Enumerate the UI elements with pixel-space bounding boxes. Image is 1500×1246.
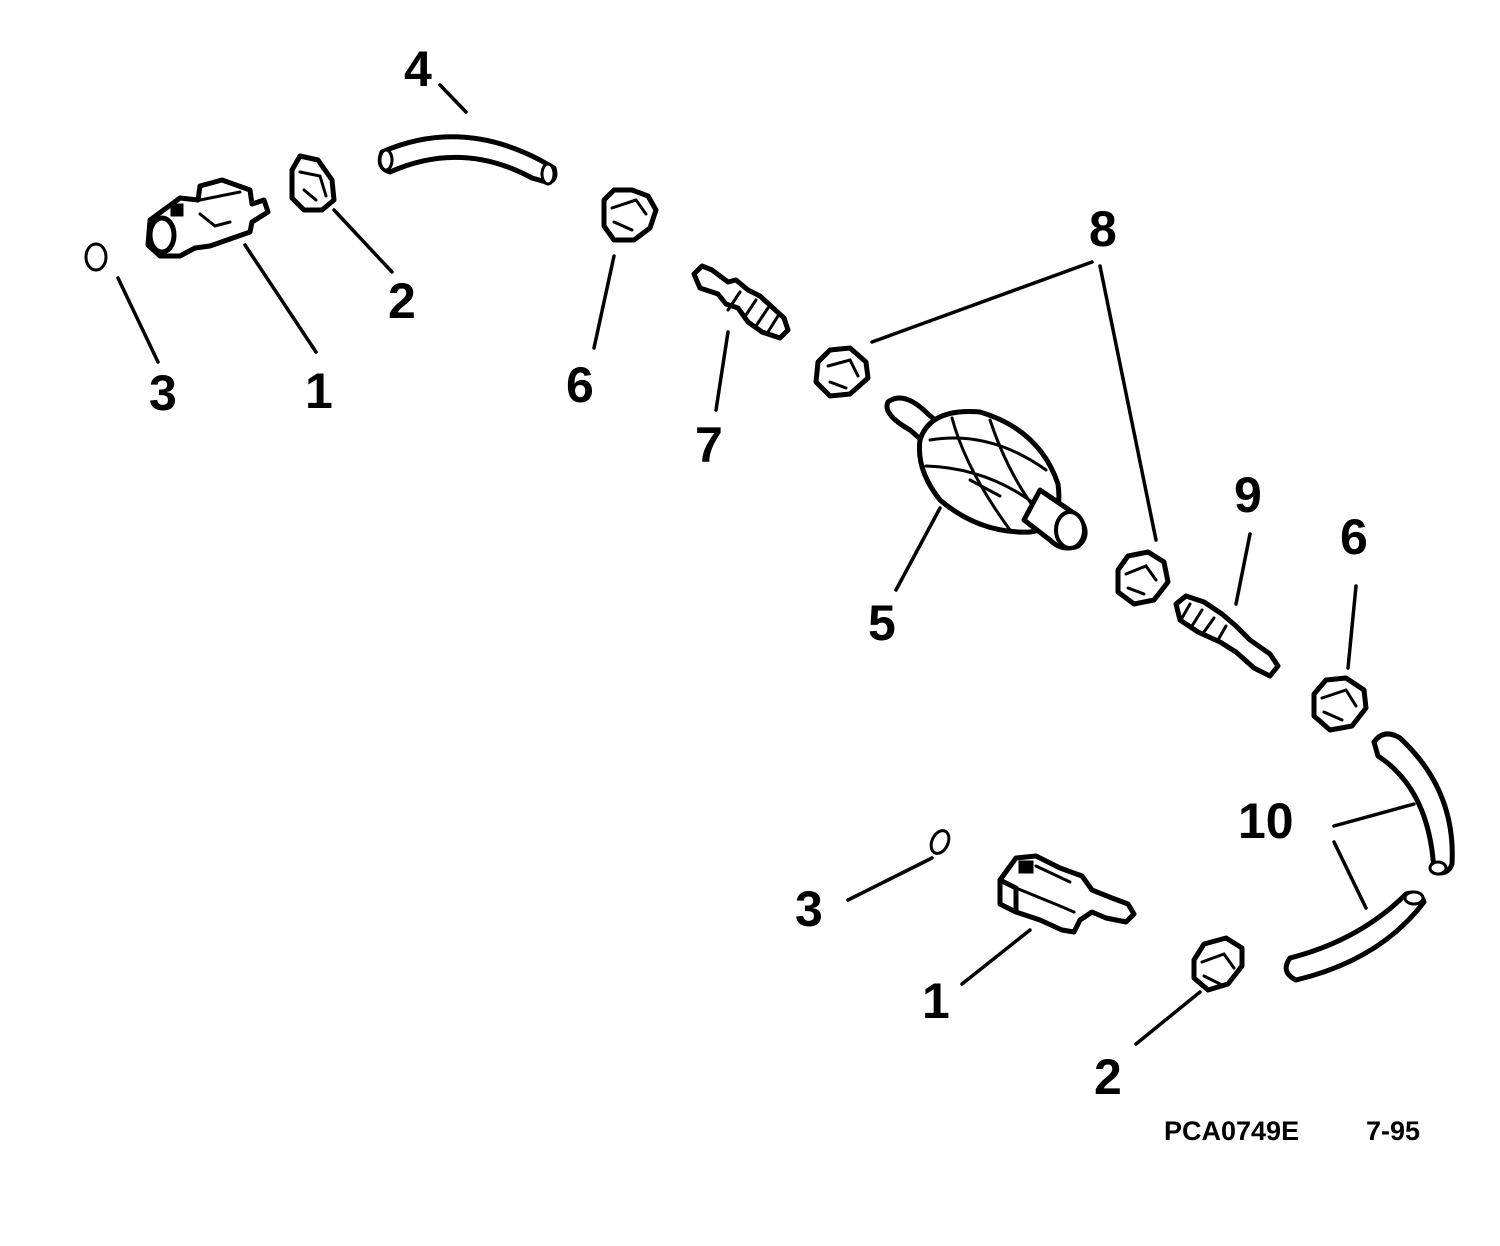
part-code-label: PCA0749E (1164, 1116, 1300, 1146)
callout-7: 7 (695, 417, 723, 473)
leader-7 (714, 330, 730, 412)
leader-1-top (243, 243, 318, 354)
hose-clamp-part-6-right (1311, 675, 1369, 733)
leader-8a (870, 260, 1094, 344)
leader-8b (1098, 264, 1158, 542)
callout-1-top: 1 (305, 363, 333, 419)
leader-6-top (592, 254, 616, 350)
leader-6-right (1346, 584, 1358, 670)
leader-9 (1234, 532, 1252, 606)
leader-3-bottom (846, 856, 934, 902)
hose-clamp-part-8-upper (813, 345, 871, 399)
callout-9: 9 (1234, 467, 1262, 523)
barbed-fitting-part-7 (691, 263, 791, 341)
callout-8: 8 (1089, 201, 1117, 257)
leader-4 (438, 83, 468, 114)
callout-4: 4 (404, 41, 432, 97)
leader-1-bottom (960, 928, 1032, 986)
hose-clamp-part-bottom (1191, 935, 1245, 993)
hose-clamp-part-8-lower (1115, 549, 1171, 607)
fuel-hose-part-10-lower (1283, 890, 1427, 983)
primer-bulb-part-5 (884, 395, 1088, 551)
leader-lines (116, 83, 1416, 1046)
callout-5: 5 (868, 595, 896, 651)
leader-3-top (116, 276, 160, 364)
leader-10a (1332, 802, 1416, 828)
callout-6-top: 6 (566, 357, 594, 413)
callout-3-bottom: 3 (795, 881, 823, 937)
o-ring-part-bottom (929, 829, 951, 855)
leader-10b (1332, 840, 1368, 910)
leader-2-bottom (1134, 990, 1202, 1046)
hose-clamp-part-6-top (601, 187, 659, 243)
leader-2-top (332, 208, 394, 274)
callout-6-right: 6 (1340, 509, 1368, 565)
barbed-fitting-part-9 (1173, 593, 1281, 679)
callout-2-bottom: 2 (1094, 1049, 1122, 1105)
callout-10: 10 (1238, 793, 1294, 849)
date-code-label: 7-95 (1366, 1116, 1421, 1146)
hose-clamp-part-top (289, 153, 337, 213)
fuel-hose-part-10-upper (1371, 731, 1455, 876)
callout-2-top: 2 (388, 273, 416, 329)
fuel-connector-part-bottom (997, 853, 1137, 935)
leader-5 (894, 506, 942, 592)
callout-3-top: 3 (149, 365, 177, 421)
fuel-hose-part-top (377, 134, 558, 186)
o-ring-part-top (84, 242, 108, 272)
callout-1-bottom: 1 (922, 973, 950, 1029)
fuel-connector-part-top (145, 177, 271, 259)
